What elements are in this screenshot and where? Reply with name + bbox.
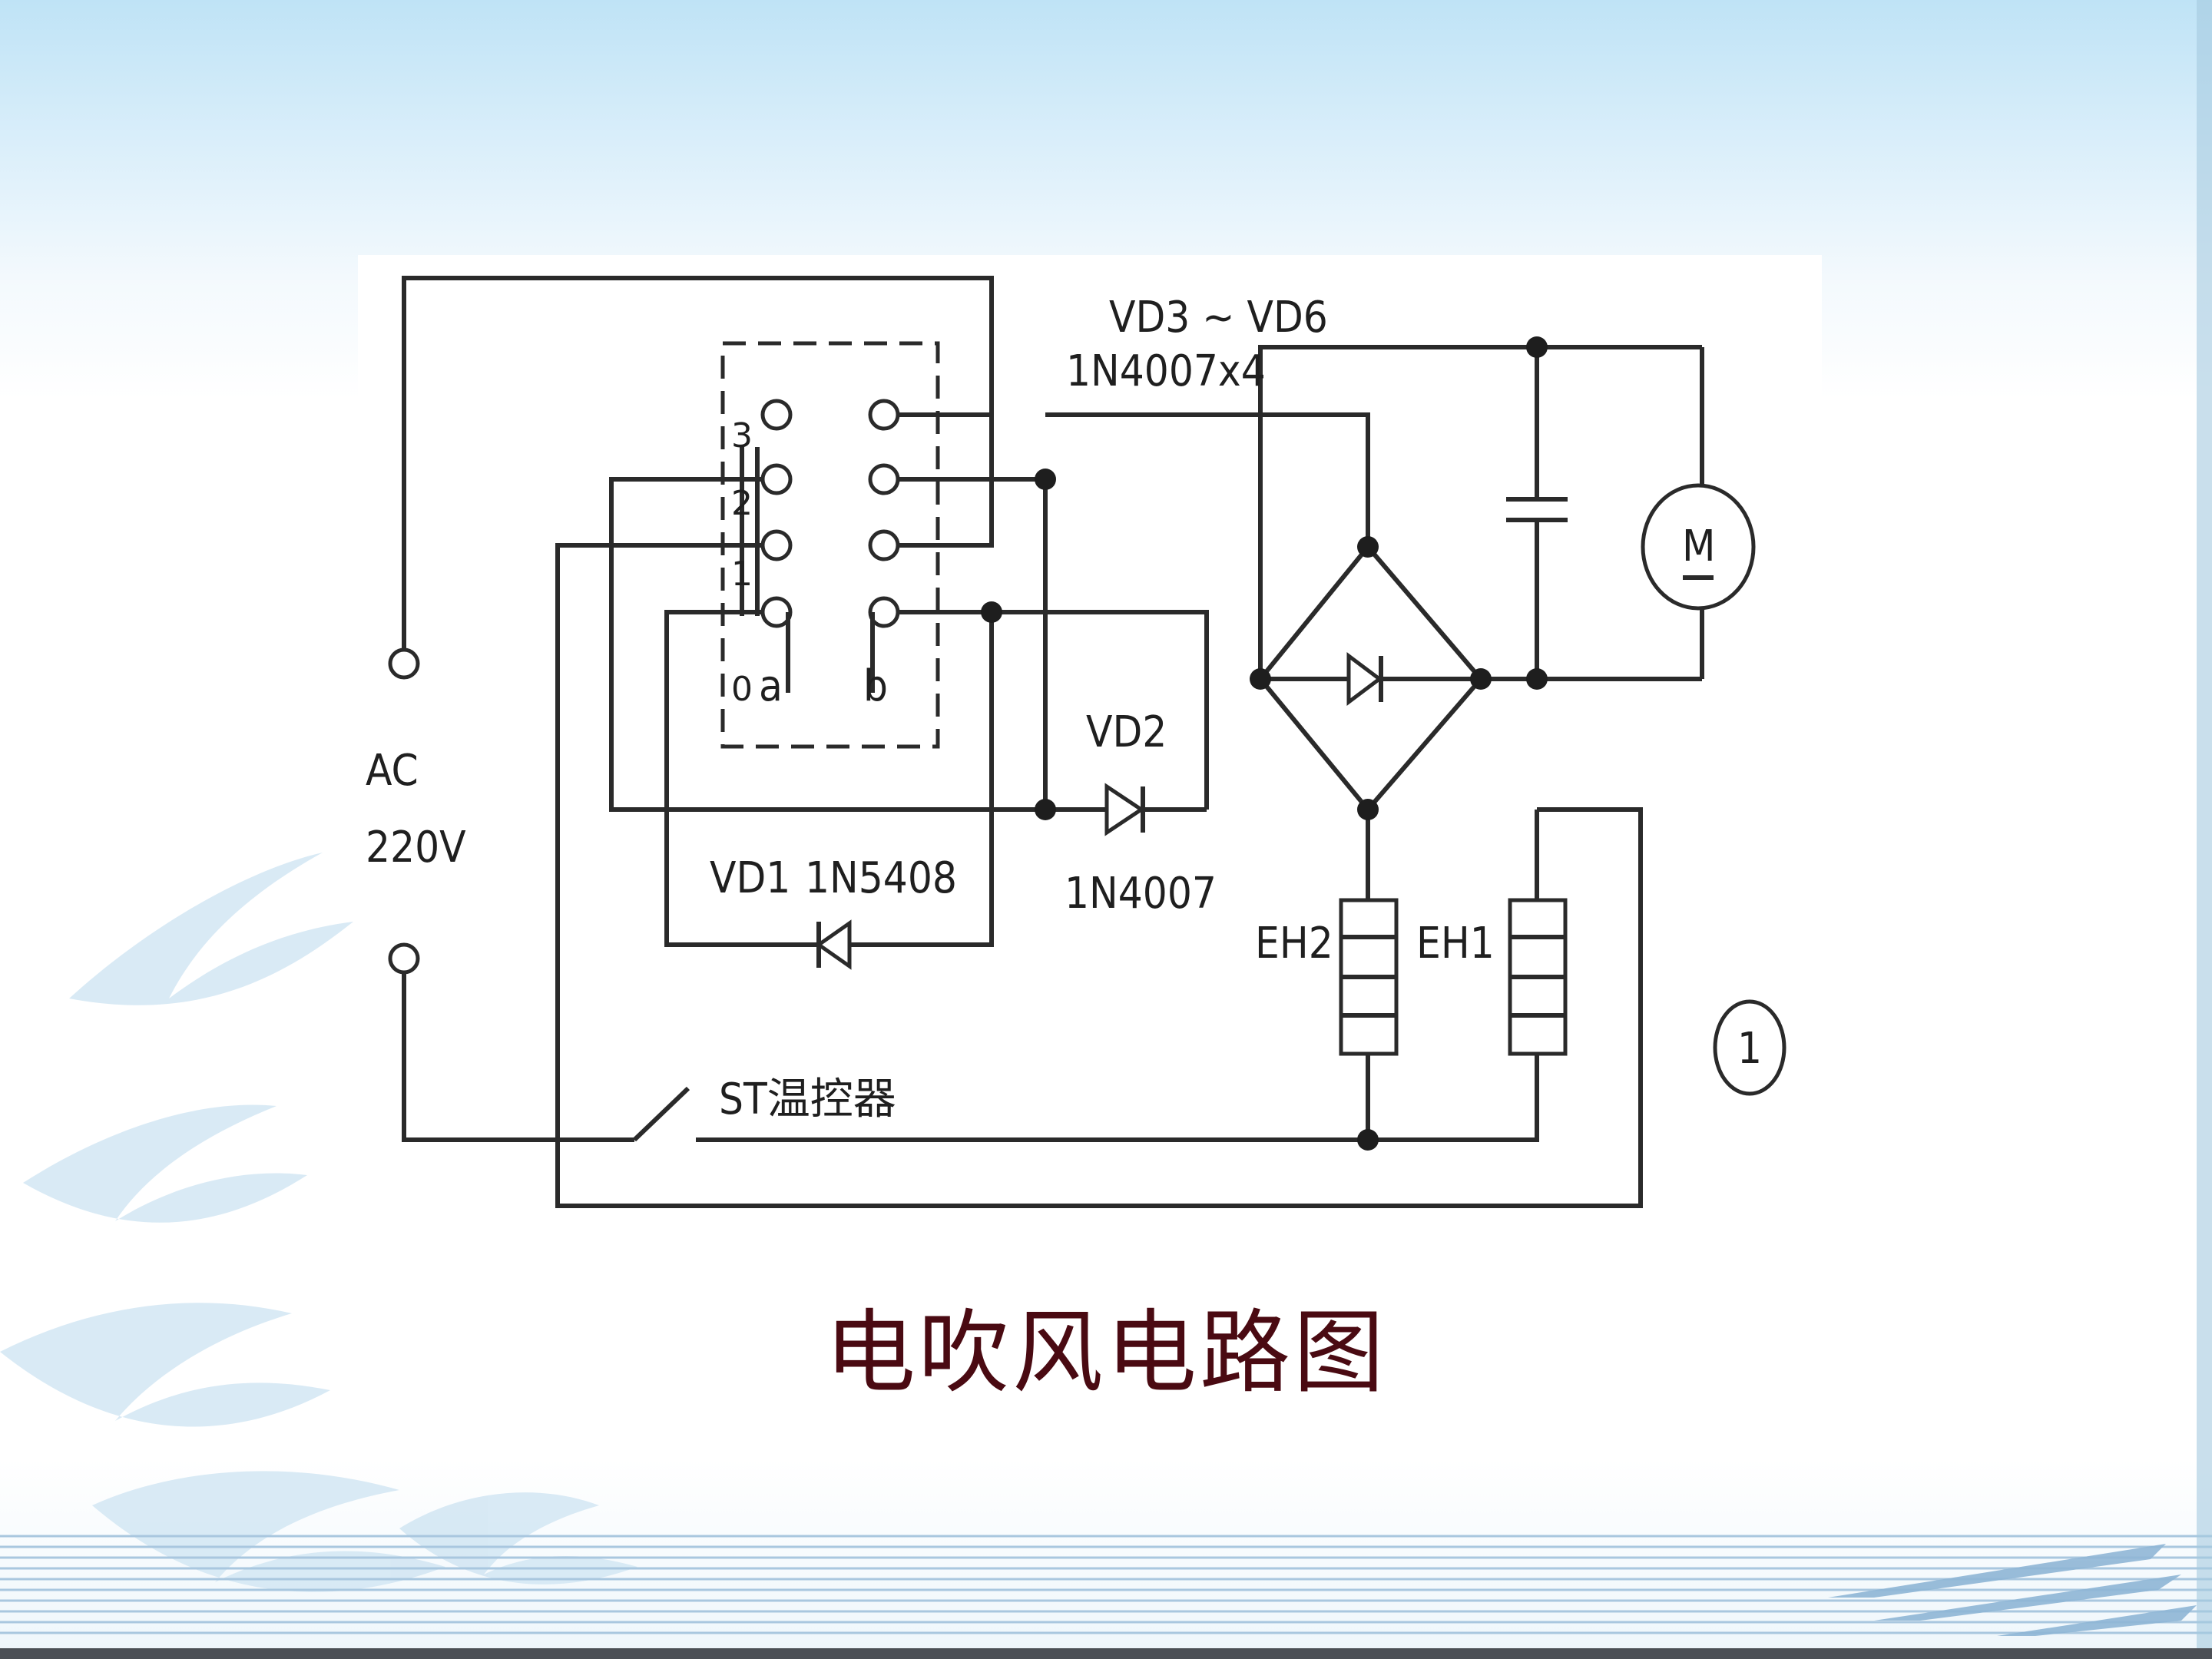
st-label: ST温控器 [719,1075,896,1124]
slide-caption: 电吹风电路图 [824,1300,1387,1406]
vd2-part-label: 1N4007 [1065,869,1217,919]
hair-dryer-circuit-schematic: AC 220V 3 [366,276,1786,1208]
vd1-label: VD1 [710,853,790,903]
ac-label: AC [366,746,419,796]
switch-pos-0: 0 [731,670,753,709]
bridge-diodes-label: VD3 ~ VD6 [1109,293,1328,343]
switch-label-b: b [863,661,888,711]
switch-contact-r1 [868,399,900,431]
figure-number: 1 [1713,999,1786,1096]
switch-pos-3: 3 [731,416,753,455]
junction-nodes [981,336,1548,1151]
bottom-border [0,1648,2212,1659]
vd2-label: VD2 [1086,707,1167,757]
switch-contact-1 [760,529,793,561]
motor-icon [1641,483,1756,611]
switch-contact-r2 [868,463,900,495]
bridge-part-label: 1N4007x4 [1066,346,1266,396]
diode-vd2: VD2 1N4007 [1043,479,1217,919]
eh1-label: EH1 [1416,919,1495,969]
switch-contact-3 [760,399,793,431]
switch-contact-2 [760,463,793,495]
circuit-diagram-panel: AC 220V 3 [358,255,1822,1224]
switch-pos-1: 1 [731,555,753,594]
right-edge-shade [2197,0,2212,1659]
bird-decoration-icon [0,853,637,1592]
diode-vd1: VD1 1N5408 [710,853,957,970]
voltage-label: 220V [366,823,466,873]
capacitor [1506,347,1568,679]
switch-label-a: a [759,661,783,711]
ac-terminal-bottom [388,942,420,975]
heater-eh2: EH2 [1255,898,1399,1140]
eh2-label: EH2 [1255,919,1333,969]
motor-label: M [1682,522,1715,571]
stripe-decoration [0,1535,2212,1634]
thermostat-st: ST温控器 [402,972,1368,1142]
figure-number-label: 1 [1737,1024,1762,1074]
swoosh-decoration-icon [1828,1544,2197,1636]
vd1-part-label: 1N5408 [805,853,957,903]
switch-contact-r3 [868,529,900,561]
switch-pos-2: 2 [731,484,753,523]
heater-eh1: EH1 [1368,810,1568,1142]
selector-switch: 3 2 1 0 a b [720,341,940,749]
ac-terminal-top [388,647,420,680]
motor: M [1641,347,1756,679]
bridge-rectifier: VD3 ~ VD6 1N4007x4 [1045,293,1702,900]
